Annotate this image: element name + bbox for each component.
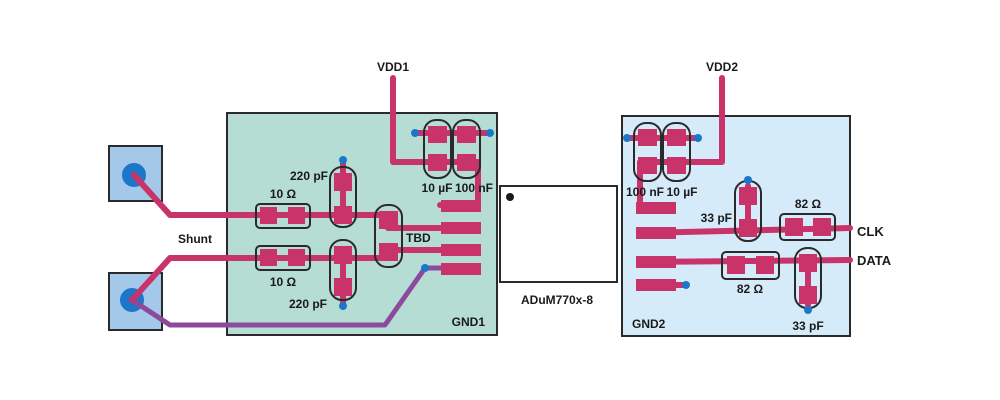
label-gnd2: GND2: [632, 317, 666, 331]
label-shunt: Shunt: [178, 232, 212, 246]
label-cap-220pf-top: 220 pF: [290, 169, 328, 183]
label-data: DATA: [857, 253, 892, 268]
label-cap-33pf-2: 33 pF: [792, 319, 823, 333]
chip-pin1-dot: [506, 193, 514, 201]
component-tbd: [374, 204, 403, 268]
label-vdd1: VDD1: [377, 60, 409, 74]
chip-pads-side1: [441, 200, 481, 275]
via-vdd2-left: [623, 134, 631, 142]
capacitor-33pf-1: [734, 176, 762, 242]
via-vdd2-right: [694, 134, 702, 142]
resistor-82ohm-data: [721, 251, 780, 280]
via-gnd2-pin: [682, 281, 690, 289]
capacitor-220pf-bottom: [329, 239, 357, 310]
chip-pads-side2: [636, 202, 676, 291]
label-cap-33pf-1: 33 pF: [701, 211, 732, 225]
label-cap-10uf-side2: 10 µF: [667, 185, 698, 199]
resistor-82ohm-clk: [779, 213, 836, 241]
label-res-10ohm-bottom: 10 Ω: [270, 275, 297, 289]
via-vdd1-left: [411, 129, 419, 137]
label-cap-100nf-side2: 100 nF: [626, 185, 664, 199]
label-cap-10uf-side1: 10 µF: [422, 181, 453, 195]
capacitor-10uf-side1: [423, 119, 452, 179]
capacitor-10uf-side2: [662, 122, 691, 182]
label-res-82ohm-clk: 82 Ω: [795, 197, 822, 211]
resistor-10ohm-bottom: [255, 245, 311, 271]
capacitor-220pf-top: [329, 156, 357, 228]
label-gnd1: GND1: [452, 315, 486, 329]
label-cap-220pf-bottom: 220 pF: [289, 297, 327, 311]
label-chip: ADuM770x-8: [521, 293, 593, 307]
label-vdd2: VDD2: [706, 60, 738, 74]
via-sense-ground: [421, 264, 429, 272]
isolator-chip: [499, 185, 618, 283]
label-res-82ohm-data: 82 Ω: [737, 282, 764, 296]
label-cap-100nf-side1: 100 nF: [455, 181, 493, 195]
label-tbd: TBD: [406, 231, 431, 245]
capacitor-33pf-2: [794, 247, 822, 314]
via-vdd1-right: [486, 129, 494, 137]
capacitor-100nf-side1: [452, 119, 481, 179]
label-res-10ohm-top: 10 Ω: [270, 187, 297, 201]
capacitor-100nf-side2: [633, 122, 662, 182]
resistor-10ohm-top: [255, 203, 311, 229]
label-clk: CLK: [857, 224, 884, 239]
